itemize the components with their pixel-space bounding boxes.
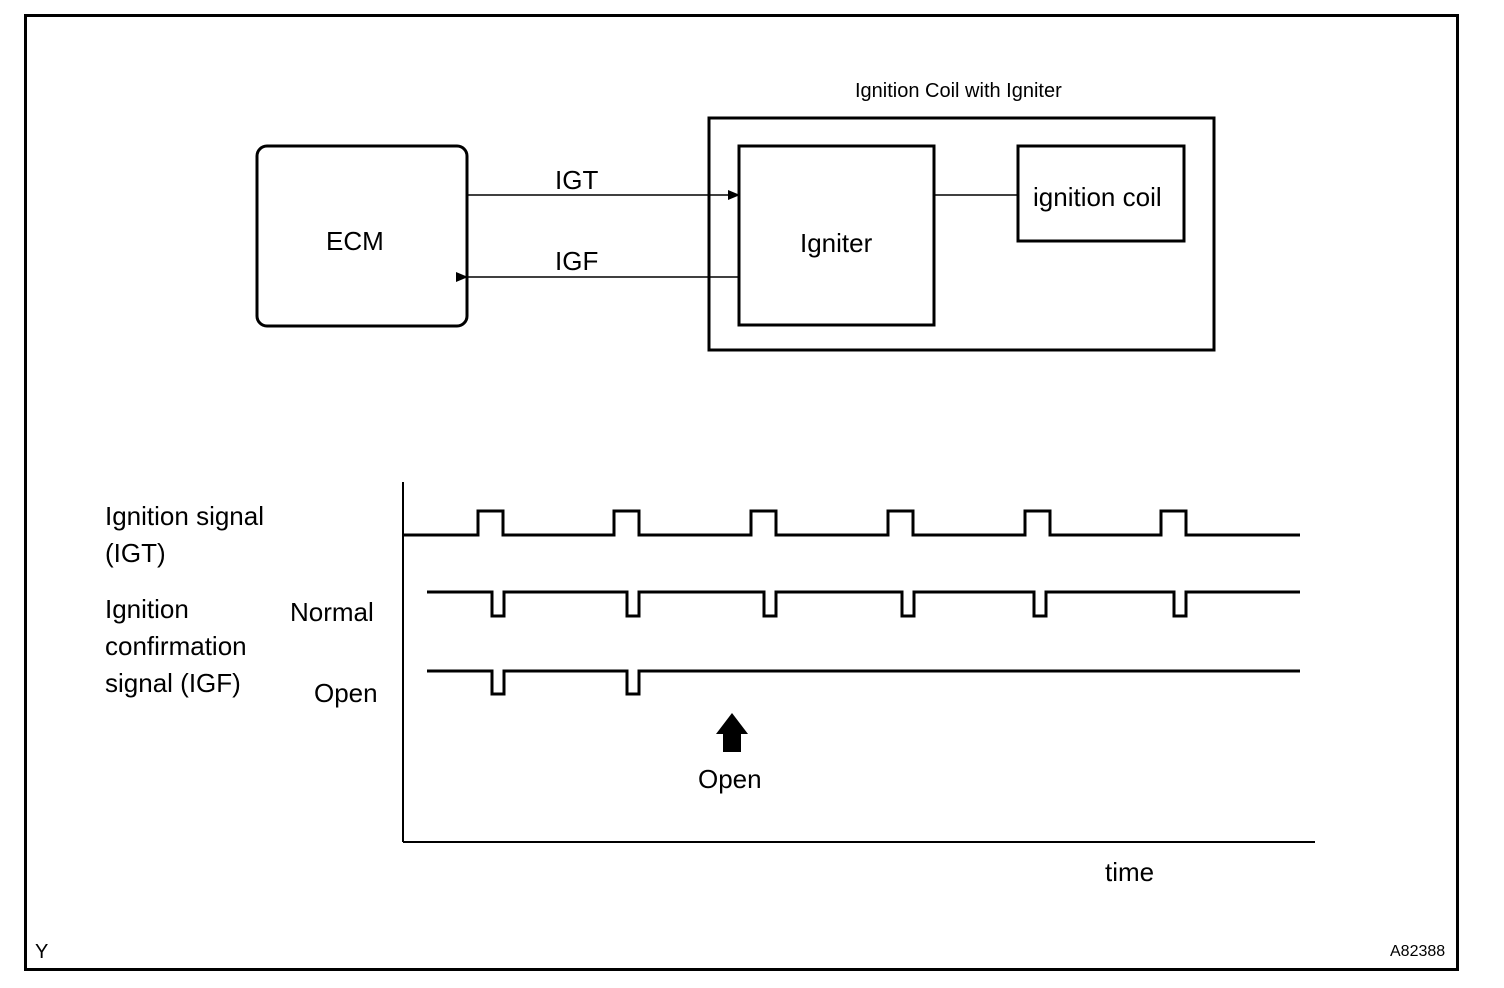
coil-assembly-box [707, 116, 1216, 352]
open-label: Open [314, 678, 378, 708]
assembly-label: Ignition Coil with Igniter [855, 80, 1062, 102]
igf-open-waveform [427, 669, 1300, 696]
footer-right-code: A82388 [1390, 943, 1446, 960]
igt-waveform [403, 509, 1300, 537]
igt-row-label-line2: (IGT) [105, 538, 166, 568]
diagram-frame [24, 14, 1459, 971]
open-marker-arrow-icon [716, 713, 748, 752]
ignition-coil-label: ignition coil [1033, 182, 1162, 212]
igf-normal-waveform [427, 590, 1300, 618]
igt-row-label-line1: Ignition signal [105, 501, 264, 531]
ecm-label: ECM [326, 226, 384, 256]
time-axis-label: time [1105, 857, 1155, 887]
igniter-box [737, 144, 936, 327]
igf-row-label: Ignition confirmation signal (IGF) [105, 591, 247, 702]
igf-row-label-line1: Ignition [105, 594, 189, 624]
igniter-label: Igniter [800, 228, 873, 258]
ignition-coil-box [1016, 144, 1186, 243]
igt-row-label: Ignition signal (IGT) [105, 498, 264, 572]
igf-row-label-line2: confirmation [105, 631, 247, 661]
igf-label: IGF [555, 246, 599, 276]
ecm-box [255, 144, 469, 328]
open-marker-label: Open [698, 764, 762, 794]
normal-label: Normal [290, 597, 374, 627]
igf-row-label-line3: signal (IGF) [105, 668, 241, 698]
igt-label: IGT [555, 165, 599, 195]
footer-left-code: Y [35, 941, 49, 963]
